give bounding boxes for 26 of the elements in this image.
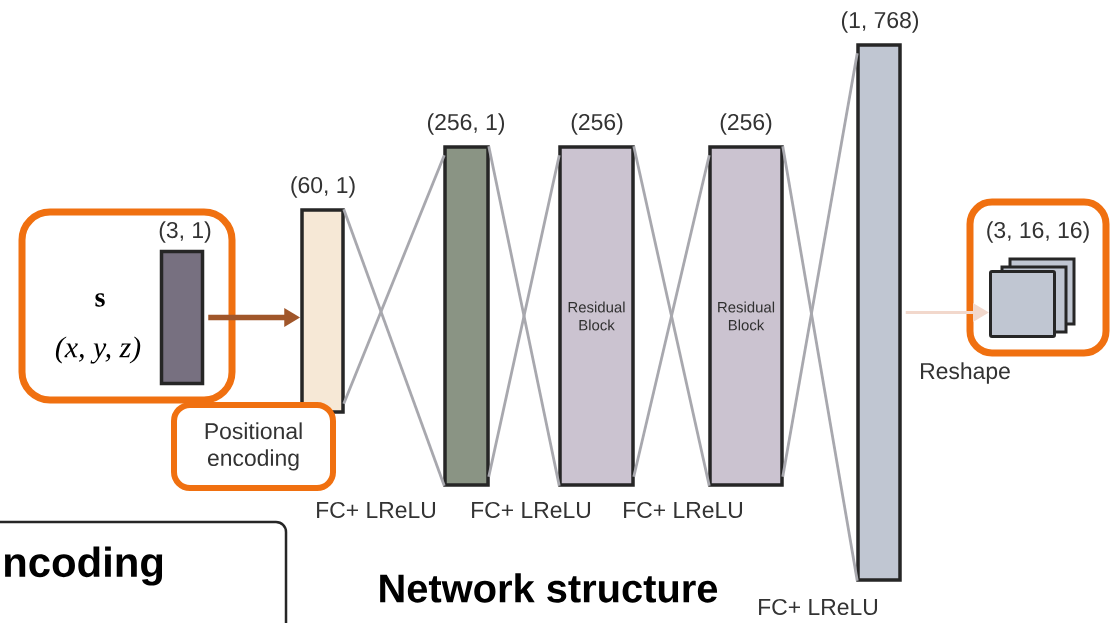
size-label: (256, 1) bbox=[427, 113, 505, 135]
edge-label: FC+ LReLU bbox=[472, 501, 590, 519]
size-label: (60, 1) bbox=[291, 176, 355, 198]
size-label: (256) bbox=[571, 113, 623, 135]
size-label: (1, 768) bbox=[841, 11, 919, 33]
label-box: Positional encoding bbox=[171, 402, 336, 491]
edge-label: FC+ LReLU bbox=[759, 598, 877, 616]
connection-line bbox=[342, 154, 446, 405]
section-heading: Network structure bbox=[380, 573, 718, 603]
layer-bar bbox=[443, 145, 490, 487]
layer-bar bbox=[856, 43, 902, 582]
output-box: (3, 16, 16) bbox=[966, 198, 1110, 357]
layer-bar bbox=[159, 249, 205, 386]
edge-label: Reshape bbox=[921, 362, 1010, 384]
edge-label: FC+ LReLU bbox=[624, 501, 742, 519]
layer-bar bbox=[300, 208, 345, 414]
size-label: (3, 1) bbox=[159, 221, 211, 243]
feature-map-stack bbox=[989, 257, 1076, 338]
panel-box: ncoding bbox=[0, 520, 288, 623]
connection-line bbox=[781, 146, 859, 581]
residual-block: Residual Block bbox=[558, 145, 635, 487]
size-label: (256) bbox=[720, 113, 772, 135]
connection-line bbox=[781, 53, 859, 477]
edge-label: FC+ LReLU bbox=[317, 501, 435, 519]
connection-line bbox=[342, 208, 446, 487]
residual-block: Residual Block bbox=[708, 145, 784, 487]
